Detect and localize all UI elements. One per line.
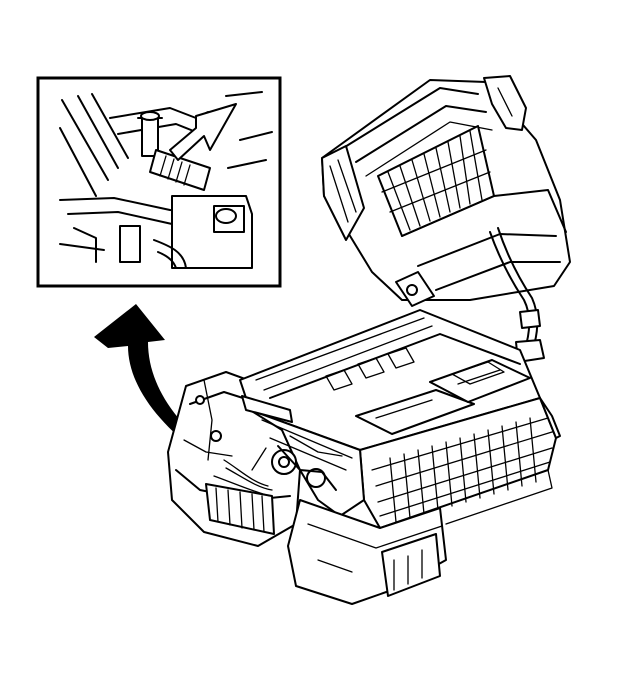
curved-arrow bbox=[94, 304, 276, 492]
hvac-module bbox=[167, 75, 571, 605]
lower-grid-cells bbox=[371, 417, 553, 523]
upper-grill-slats bbox=[381, 130, 491, 231]
detail-inset bbox=[36, 76, 282, 288]
lower-case-housing bbox=[239, 309, 561, 605]
upper-case-housing bbox=[321, 75, 571, 363]
inset-detail-view bbox=[59, 91, 273, 269]
